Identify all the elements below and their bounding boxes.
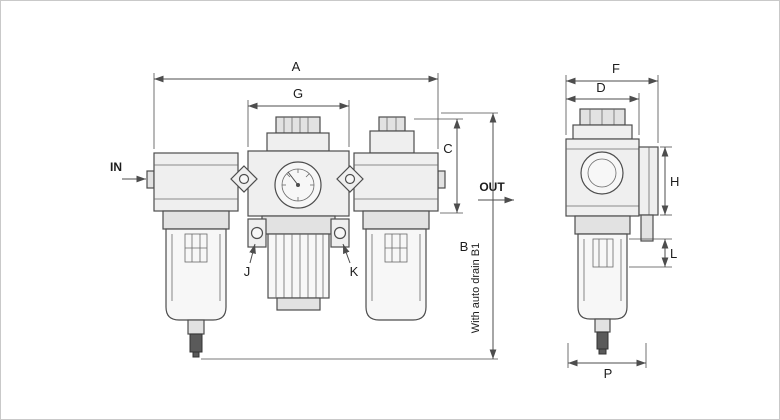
- lubricator-bowl: [365, 228, 427, 321]
- dimension-b: B With auto drain B1: [201, 112, 498, 360]
- dimension-d: D: [566, 80, 640, 135]
- dim-f-label: F: [612, 61, 620, 76]
- right-tab-hole: [333, 226, 347, 240]
- dim-c-label: C: [443, 141, 452, 156]
- filter-drain-stem: [187, 319, 205, 335]
- callout-j: J: [244, 243, 256, 279]
- side-top-cap: [579, 108, 626, 126]
- dim-a-label: A: [292, 59, 301, 74]
- lubricator-fill-cap: [378, 116, 406, 132]
- filter-head: [153, 152, 239, 212]
- side-sight-window: [592, 238, 614, 268]
- side-bracket-foot: [640, 214, 654, 242]
- callout-k: K: [342, 243, 359, 279]
- filter-bowl: [165, 228, 227, 321]
- outlet-port-stub: [437, 170, 446, 189]
- dimension-l: L: [629, 238, 677, 268]
- filter-neck: [162, 210, 230, 230]
- side-drain-knob: [596, 331, 609, 350]
- dimension-a: A: [153, 59, 439, 149]
- dimension-p: P: [567, 343, 647, 381]
- side-cap-base: [572, 124, 633, 140]
- regulator-bonnet: [266, 132, 330, 152]
- dimension-c: C: [414, 118, 463, 214]
- side-port-opening: [580, 151, 624, 195]
- front-view: IN OUT A G C B: [110, 59, 514, 360]
- side-drain-stem: [594, 318, 611, 333]
- lubricator-head: [353, 152, 439, 212]
- left-tab-hole: [250, 226, 264, 240]
- regulator-unit: [247, 116, 350, 311]
- right-joiner-hole: [344, 173, 356, 185]
- filter-drain-tip: [192, 351, 200, 358]
- filter-unit: [153, 152, 239, 358]
- auto-drain-note: With auto drain B1: [470, 243, 482, 334]
- regulator-top-cap: [275, 116, 321, 134]
- dim-b-label: B: [460, 239, 469, 254]
- lubricator-dome: [369, 130, 415, 154]
- dimension-h: H: [660, 146, 679, 216]
- dim-d-label: D: [596, 80, 605, 95]
- filter-drain-knob: [189, 333, 203, 353]
- dim-k-label: K: [350, 264, 359, 279]
- gauge-needle: [287, 171, 299, 186]
- in-port-label: IN: [110, 160, 122, 174]
- side-view: F D H L P: [565, 61, 679, 381]
- inlet-port-stub: [146, 170, 155, 189]
- left-joiner-hole: [238, 173, 250, 185]
- dim-l-label: L: [670, 246, 677, 261]
- regulator-adjust-knob: [267, 233, 330, 299]
- dim-g-label: G: [293, 86, 303, 101]
- regulator-knob-base: [276, 297, 321, 311]
- side-mounting-bracket: [638, 146, 659, 216]
- dim-j-label: J: [244, 264, 251, 279]
- side-bowl: [577, 233, 628, 320]
- regulator-collar: [261, 215, 336, 235]
- dim-h-label: H: [670, 174, 679, 189]
- side-neck: [574, 215, 631, 235]
- side-drain-tip: [598, 348, 607, 355]
- dimension-f: F: [565, 61, 659, 143]
- out-port-label: OUT: [479, 180, 505, 194]
- side-filter-body: [565, 108, 659, 355]
- dimension-g: G: [247, 86, 350, 147]
- lubricator-neck: [362, 210, 430, 230]
- lubricator-unit: [353, 116, 439, 321]
- dim-p-label: P: [604, 366, 613, 381]
